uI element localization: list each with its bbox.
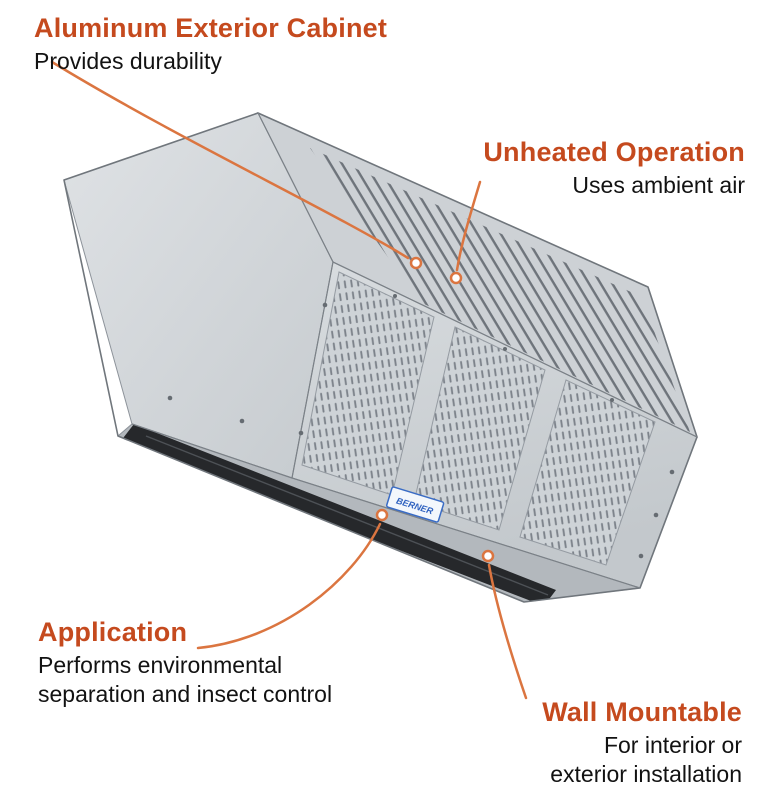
unit-edge-lines (131, 112, 698, 589)
callout-title-wall: Wall Mountable (542, 697, 742, 727)
callout-application: Application Performs environmental separ… (38, 616, 332, 709)
callout-subtitle-wall-line2: exterior installation (550, 761, 742, 785)
callout-subtitle-unheated: Uses ambient air (572, 172, 745, 198)
callout-title-application: Application (38, 617, 188, 647)
callout-subtitle-cabinet: Provides durability (34, 48, 222, 74)
leader-lines (50, 60, 528, 700)
callout-aluminum-cabinet: Aluminum Exterior Cabinet Provides durab… (34, 12, 387, 76)
callout-marker-cabinet (409, 256, 423, 270)
rivet-dots (167, 294, 675, 559)
callout-subtitle-application-line1: Performs environmental (38, 652, 283, 678)
grille-panel-2 (413, 326, 546, 531)
air-curtain-illustration: BERNER (63, 111, 698, 603)
grille-panel-3 (519, 379, 656, 566)
intake-vent-slots (310, 148, 690, 432)
callout-title-cabinet: Aluminum Exterior Cabinet (34, 13, 388, 43)
callout-title-unheated: Unheated Operation (483, 137, 745, 167)
callout-unheated-operation: Unheated Operation Uses ambient air (483, 136, 745, 200)
callout-marker-unheated (449, 271, 463, 285)
callout-marker-wall (481, 549, 495, 563)
leader-line-unheated (455, 180, 482, 272)
callout-wall-mountable: Wall Mountable For interior or exterior … (542, 696, 742, 785)
leader-line-wall (487, 563, 528, 700)
discharge-louver-line (145, 435, 549, 596)
leader-line-application (196, 522, 382, 650)
unit-silhouette (63, 112, 698, 603)
callout-subtitle-wall-line1: For interior or (603, 732, 742, 758)
callout-subtitle-application-line2: separation and insect control (38, 681, 333, 707)
brand-logo-plate: BERNER (386, 486, 445, 523)
callout-marker-application (375, 508, 389, 522)
leader-line-cabinet (50, 60, 410, 260)
